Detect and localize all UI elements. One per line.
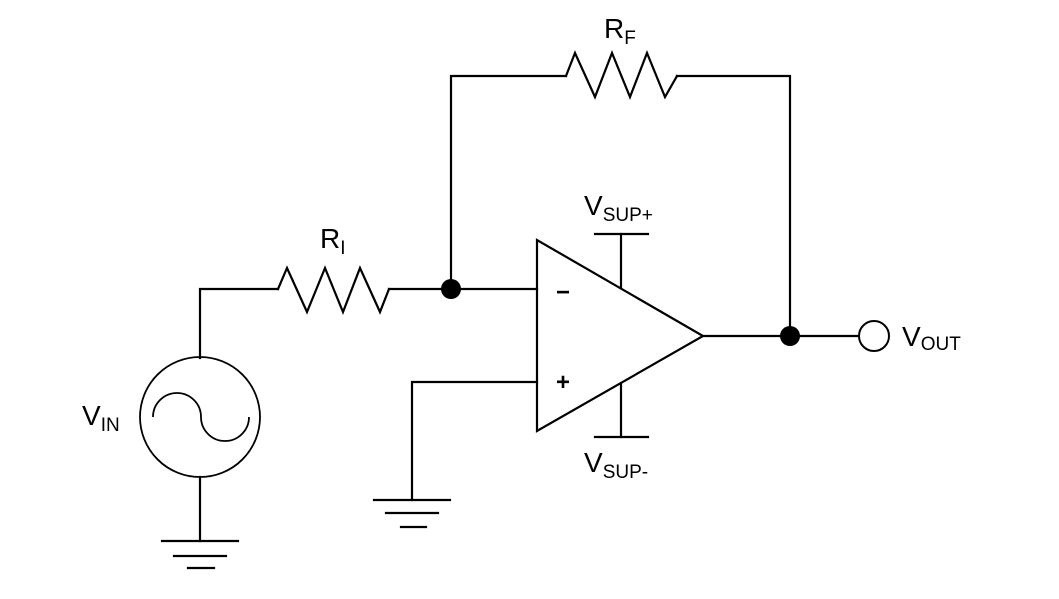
feedback-resistor [564, 50, 679, 100]
vin-label: VIN [82, 400, 120, 436]
input-resistor [276, 265, 391, 315]
ri-label: RI [320, 223, 346, 259]
feedback-wire-left [449, 74, 568, 291]
vout-label: VOUT [902, 321, 961, 355]
ground-symbol-noninverting [372, 498, 452, 529]
noninverting-ground-wire [410, 380, 539, 502]
noninverting-input-sign: + [556, 369, 570, 396]
inverting-input-sign: − [556, 279, 570, 306]
summing-junction-dot [441, 279, 461, 299]
sine-wave-icon [152, 392, 250, 442]
ac-voltage-source [139, 356, 261, 478]
feedback-wire-right [675, 74, 792, 338]
vsup-neg-label: VSUP- [584, 447, 648, 483]
vsup-pos-label: VSUP+ [584, 190, 653, 226]
output-junction-dot [780, 326, 800, 346]
input-wire [198, 287, 280, 360]
output-terminal [858, 320, 890, 352]
rf-label: RF [604, 13, 636, 49]
ground-symbol-source [160, 539, 240, 570]
